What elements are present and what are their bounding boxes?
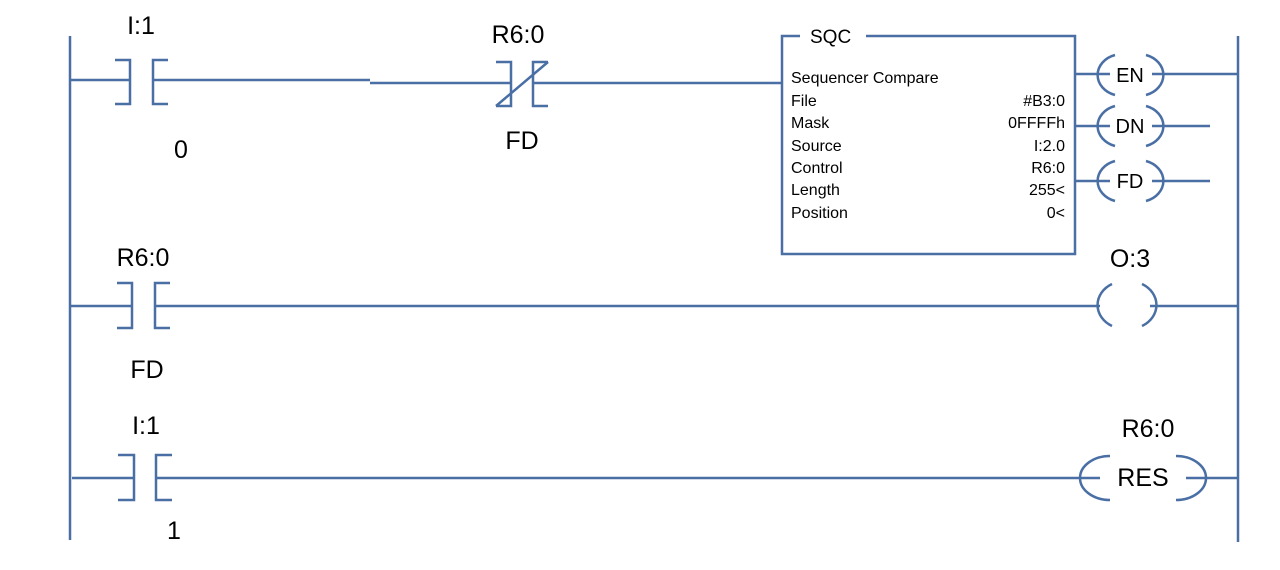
sqc-row-label: Length [791,182,840,199]
rung3-contact-bit: 1 [167,517,181,545]
rung2-contact-address: R6:0 [117,244,170,272]
sqc-row-value: I:2.0 [1034,138,1065,155]
rung1-nc-contact-r6[interactable]: R6:0 FD [492,21,782,155]
sqc-output-en-label: EN [1116,65,1144,87]
rung3-contact-i1[interactable]: I:1 1 [72,412,181,545]
sqc-row-value: 0FFFFh [1008,115,1065,132]
rung1-contact2-bit: FD [505,127,538,155]
rung1-contact2-address: R6:0 [492,21,545,49]
rung2-output-coil-o3[interactable]: O:3 [1096,245,1238,328]
rung-1: I:1 0 R6:0 FD SQC Sequencer Compare File… [70,12,1238,256]
sqc-row-label: Position [791,205,848,222]
rung2-contact-r6[interactable]: R6:0 FD [70,244,170,384]
rung2-coil-address: O:3 [1110,245,1150,273]
sqc-output-fd[interactable]: FD [1075,159,1210,203]
rung3-coil-address: R6:0 [1122,415,1175,443]
rung3-reset-coil[interactable]: R6:0 RES [1078,415,1238,502]
sqc-row-label: Source [791,138,842,155]
sqc-heading: Sequencer Compare [791,70,939,87]
sqc-row-value: 0< [1047,205,1065,222]
rung-2: R6:0 FD O:3 [70,244,1238,384]
rung3-contact-address: I:1 [132,412,160,440]
sqc-output-en[interactable]: EN [1075,53,1238,97]
sqc-row-value: 255< [1029,182,1065,199]
rung2-contact-bit: FD [130,356,163,384]
sqc-row-label: File [791,93,817,110]
sqc-row-value: R6:0 [1031,160,1065,177]
sqc-instruction-block[interactable]: SQC Sequencer Compare File #B3:0 Mask 0F… [780,27,1077,256]
rung1-contact-i1[interactable]: I:1 0 [70,12,370,164]
sqc-row-value: #B3:0 [1023,93,1065,110]
sqc-output-dn[interactable]: DN [1075,104,1210,148]
sqc-row-label: Mask [791,115,830,132]
sqc-row-label: Control [791,160,843,177]
sqc-title: SQC [810,27,851,48]
rung3-coil-label: RES [1117,464,1168,492]
rung-3: I:1 1 R6:0 RES [72,412,1238,545]
sqc-output-dn-label: DN [1116,116,1145,138]
rung1-contact1-address: I:1 [127,12,155,40]
sqc-output-fd-label: FD [1117,171,1144,193]
rung1-contact1-bit: 0 [174,136,188,164]
